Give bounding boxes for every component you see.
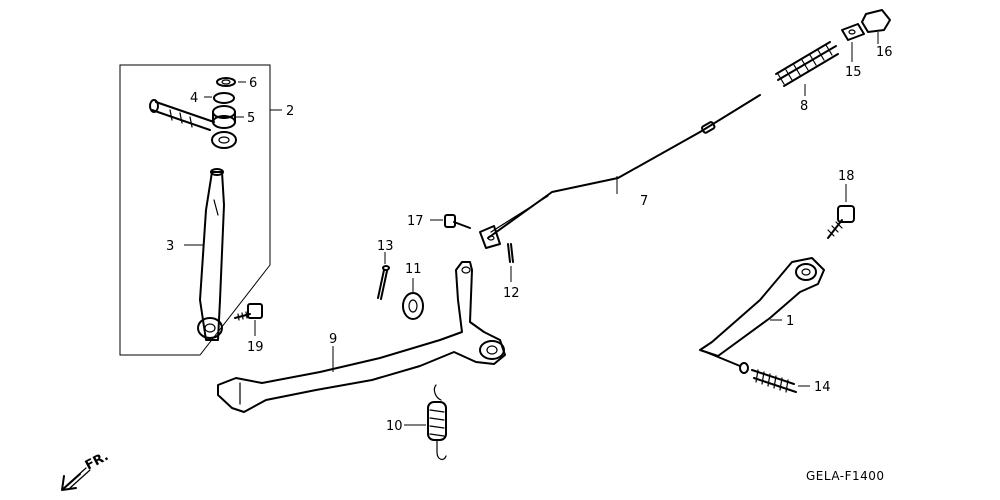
callout-5: 5 — [247, 111, 255, 126]
part-19-bolt — [234, 303, 263, 336]
part-13-cotter-pin — [377, 252, 390, 300]
part-1-brake-arm — [699, 257, 825, 374]
part-5-bushing — [212, 105, 244, 129]
part-7-brake-rod — [479, 94, 761, 249]
callout-4: 4 — [190, 91, 198, 106]
callout-8: 8 — [800, 99, 808, 114]
callout-1: 1 — [786, 314, 794, 329]
part-12-cotter-pin — [507, 243, 514, 282]
part-14-spring — [751, 369, 810, 393]
callout-19: 19 — [247, 340, 264, 355]
part-16-adjusting-nut — [861, 9, 891, 44]
part-4-o-ring — [204, 92, 235, 104]
part-17-joint-pin — [430, 214, 471, 229]
callout-9: 9 — [329, 332, 337, 347]
callout-17: 17 — [407, 214, 424, 229]
part-6-washer — [216, 77, 246, 87]
callout-13: 13 — [377, 239, 394, 254]
drawing-code: GELA-F1400 — [806, 469, 885, 483]
part-15-joint — [841, 23, 865, 62]
front-direction-arrow: FR. — [61, 449, 111, 491]
part-3-lever-arm — [184, 168, 225, 341]
callout-16: 16 — [876, 45, 893, 60]
callout-10: 10 — [386, 419, 403, 434]
direction-label: FR. — [83, 449, 111, 474]
callout-7: 7 — [640, 194, 648, 209]
callout-14: 14 — [814, 380, 831, 395]
assembly-bracket — [119, 64, 282, 356]
part-10-return-spring — [404, 384, 447, 461]
callout-15: 15 — [845, 65, 862, 80]
part-11-washer — [402, 278, 424, 320]
part-9-brake-pedal — [217, 261, 506, 413]
callout-11: 11 — [405, 262, 422, 277]
callout-6: 6 — [249, 76, 257, 91]
part-18-bolt — [827, 184, 855, 239]
part-8-rod-spring — [775, 41, 839, 96]
callout-18: 18 — [838, 169, 855, 184]
callout-2: 2 — [286, 104, 294, 119]
pivot-shaft — [149, 99, 237, 149]
callout-3: 3 — [166, 239, 174, 254]
callout-12: 12 — [503, 286, 520, 301]
